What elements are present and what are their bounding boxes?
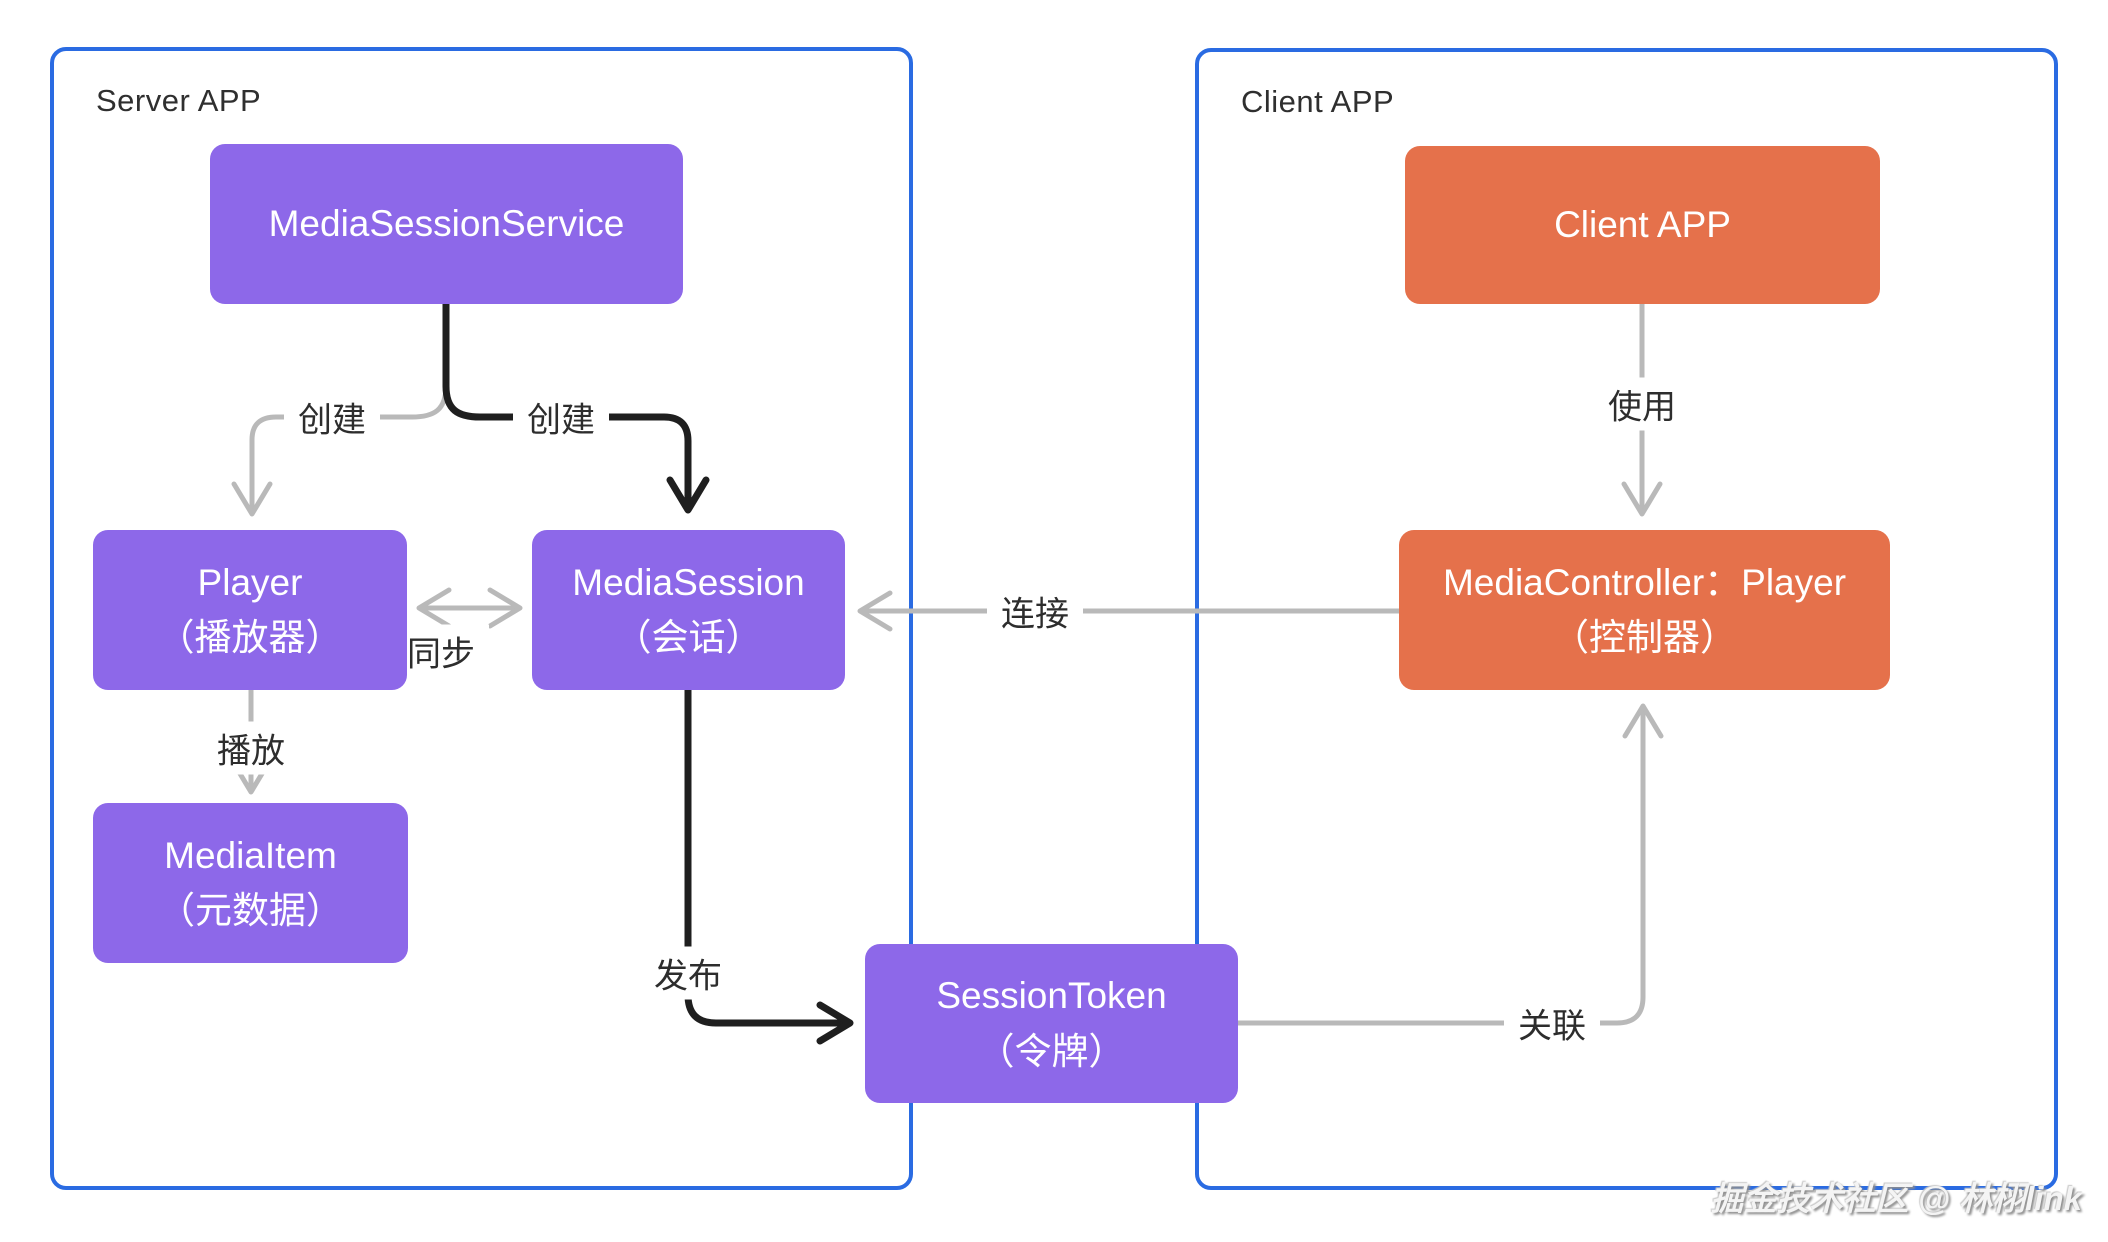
node-player-title: Player <box>197 561 303 603</box>
node-media-session-service: MediaSessionService <box>210 144 683 304</box>
edge-label-use: 使用 <box>1594 377 1690 431</box>
edge-label-play: 播放 <box>203 721 299 775</box>
edge-label-associate: 关联 <box>1504 996 1600 1050</box>
node-session-token: SessionToken （令牌） <box>865 944 1238 1103</box>
edge-associate-path <box>1235 703 1664 1026</box>
node-media-item-subtitle: （元数据） <box>158 890 343 931</box>
node-media-controller-title: MediaController：Player <box>1442 561 1847 603</box>
edge-create-player-path <box>231 383 449 517</box>
node-client-app-title: Client APP <box>1554 204 1731 246</box>
node-media-session-service-title: MediaSessionService <box>268 203 625 245</box>
edge-label-create-player: 创建 <box>284 390 380 444</box>
edge-label-create-session: 创建 <box>513 390 609 444</box>
node-media-item-title: MediaItem <box>164 834 337 876</box>
node-media-session-subtitle: （会话） <box>614 617 763 658</box>
node-media-controller-subtitle: （控制器） <box>1552 617 1737 658</box>
edge-label-connect: 连接 <box>987 584 1083 638</box>
server-app-label: Server APP <box>96 83 262 118</box>
node-media-session: MediaSession （会话） <box>532 530 845 690</box>
node-client-app: Client APP <box>1405 146 1880 304</box>
node-media-controller: MediaController：Player （控制器） <box>1399 530 1890 690</box>
node-media-session-title: MediaSession <box>572 561 805 603</box>
node-player: Player （播放器） <box>93 530 407 690</box>
client-app-label: Client APP <box>1241 84 1395 119</box>
edge-label-sync: 同步 <box>393 624 489 678</box>
node-media-item: MediaItem （元数据） <box>93 803 408 963</box>
edge-label-publish: 发布 <box>640 946 736 1000</box>
node-session-token-subtitle: （令牌） <box>977 1030 1126 1072</box>
watermark: 掘金技术社区 @ 林栩link <box>1710 1180 2082 1217</box>
edge-create-session-path <box>442 382 710 514</box>
node-player-subtitle: （播放器） <box>157 617 343 658</box>
node-session-token-title: SessionToken <box>936 975 1167 1016</box>
